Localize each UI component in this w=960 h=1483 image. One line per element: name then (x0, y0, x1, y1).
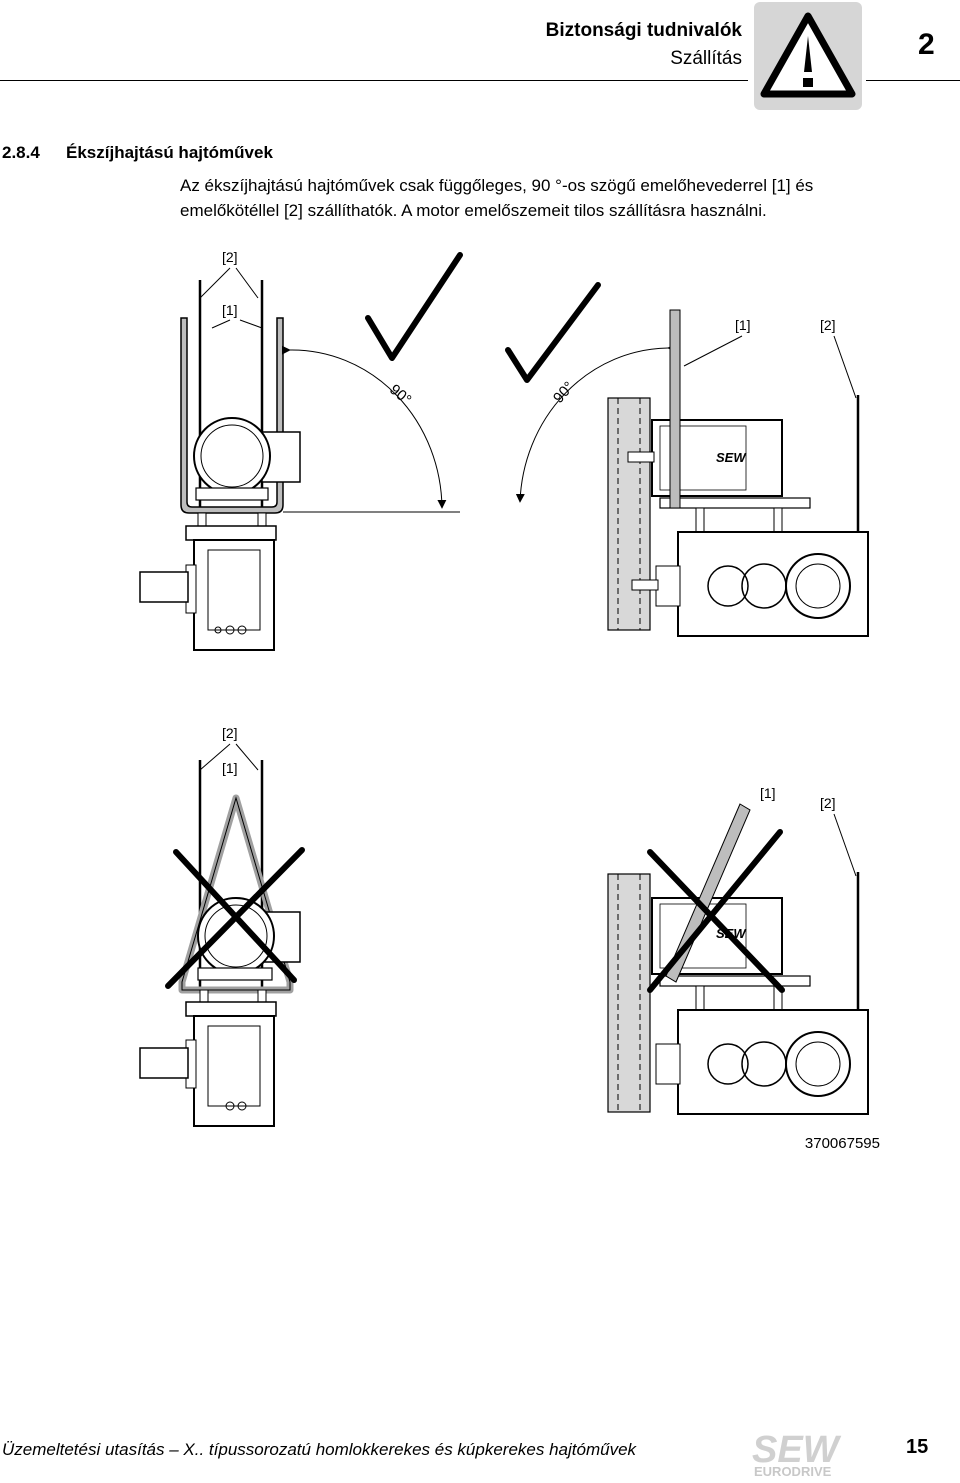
cross-icon (647, 829, 785, 993)
cross-icon (165, 847, 305, 989)
label-1: [1] (735, 317, 751, 333)
label-2: [2] (820, 795, 836, 811)
checkmark-icon (505, 282, 601, 383)
label-2: [2] (222, 249, 238, 265)
paragraph-line: Az ékszíjhajtású hajtóművek csak függőle… (180, 176, 814, 195)
wrong-lifting-front-view: [1] [2] SEW (607, 785, 869, 1115)
angle-label: 90° (550, 378, 578, 406)
header-rule (0, 80, 748, 81)
body-paragraph: Az ékszíjhajtású hajtóművek csak függőle… (180, 173, 892, 223)
motor-brand-label: SEW (716, 450, 747, 465)
label-1: [1] (222, 760, 238, 776)
logo-main: SEW (752, 1429, 842, 1471)
correct-lifting-front-view: [1] [2] SEW (607, 309, 869, 637)
header-rule-right (866, 80, 960, 81)
footer-text: Üzemeltetési utasítás – X.. típussorozat… (2, 1440, 637, 1459)
correct-lifting-side-view: [2] [1] (139, 249, 301, 651)
transport-figure: [2] [1] 90° 90° (0, 230, 960, 1135)
paragraph-line: emelőkötéllel [2] szállíthatók. A motor … (180, 201, 767, 220)
wrong-lifting-side-view: [2] [1] (139, 725, 305, 1127)
angle-indicator-left: 90° (281, 345, 460, 513)
figure-id: 370067595 (804, 1135, 880, 1152)
label-1: [1] (222, 302, 238, 318)
logo-sub: EURODRIVE (754, 1464, 832, 1478)
page-number: 15 (906, 1436, 929, 1458)
header-title: Biztonsági tudnivalók (545, 20, 742, 41)
label-2: [2] (820, 317, 836, 333)
warning-triangle-icon (754, 2, 862, 110)
sew-eurodrive-logo: SEW EURODRIVE (750, 1426, 860, 1479)
checkmark-icon (365, 252, 463, 361)
chapter-number: 2 (918, 28, 935, 61)
label-1: [1] (760, 785, 776, 801)
angle-label: 90° (386, 381, 414, 409)
section-title: Ékszíjhajtású hajtóművek (66, 143, 273, 162)
header-subtitle: Szállítás (670, 48, 742, 69)
section-number: 2.8.4 (2, 143, 40, 162)
label-2: [2] (222, 725, 238, 741)
